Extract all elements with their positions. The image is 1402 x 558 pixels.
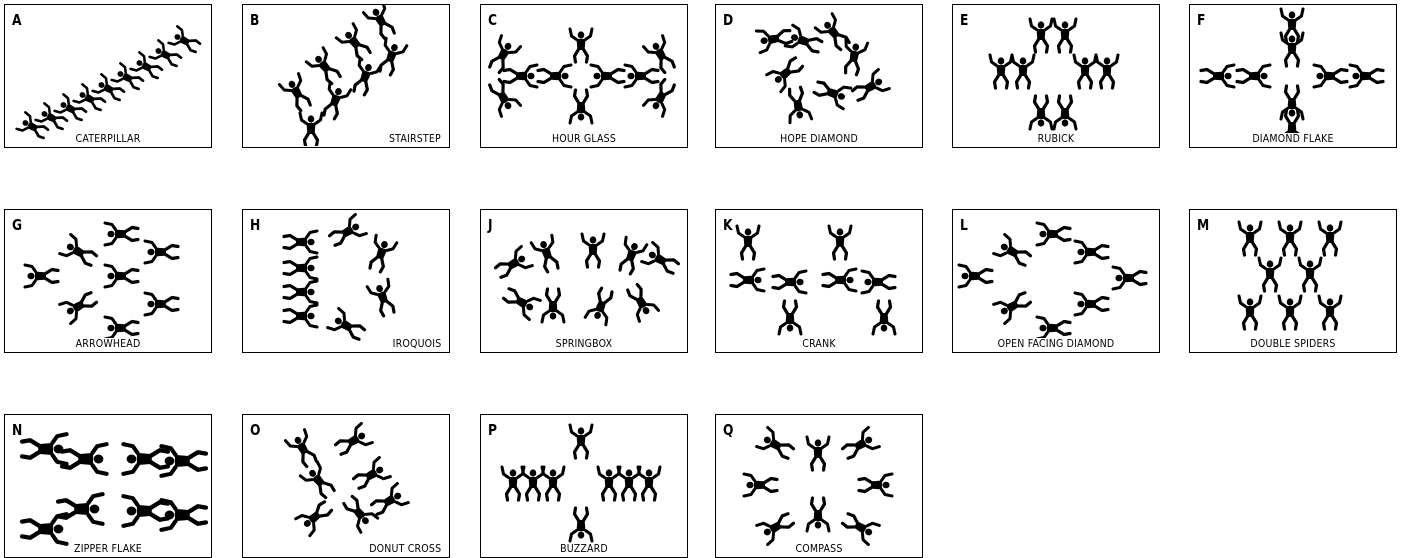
- formation-card-h: H IROQUOIS: [242, 209, 450, 353]
- formation-letter: J: [488, 216, 493, 234]
- formation-letter: G: [12, 216, 23, 234]
- formation-card-o: O DONUT CROSS: [242, 414, 450, 558]
- formation-name: RUBICK: [1035, 133, 1077, 145]
- formation-card-f: F DIAMOND FLAKE: [1189, 4, 1397, 148]
- formation-diagram-q: [742, 425, 894, 547]
- formation-diagram-e: [988, 17, 1120, 131]
- formation-card-c: C HOUR GLASS: [480, 4, 688, 148]
- formation-letter: P: [488, 421, 498, 439]
- formation-card-j: J SPRINGBOX: [480, 209, 688, 353]
- formation-letter: N: [12, 421, 23, 439]
- formation-letter: A: [12, 11, 22, 29]
- formation-diagram-j: [491, 232, 683, 327]
- formation-name: HOUR GLASS: [550, 133, 618, 145]
- formation-diagram-f: [1199, 7, 1385, 145]
- formation-name: STAIRSTEP: [387, 133, 443, 145]
- formation-name: SPRINGBOX: [553, 338, 615, 350]
- formation-card-e: E RUBICK: [952, 4, 1160, 148]
- formation-card-p: P BUZZARD: [480, 414, 688, 558]
- formation-letter: H: [250, 216, 261, 234]
- formation-letter: Q: [723, 421, 734, 439]
- formation-card-b: B STAIRSTEP: [242, 4, 450, 148]
- formation-diagram-a: [15, 24, 204, 144]
- formation-letter: F: [1197, 11, 1206, 29]
- formation-name: OPEN FACING DIAMOND: [995, 338, 1117, 350]
- formation-name: BUZZARD: [558, 543, 610, 555]
- formation-diagram-k: [729, 224, 897, 336]
- formation-diagram-d: [754, 12, 891, 125]
- formation-diagram-m: [1237, 220, 1343, 331]
- formation-diagram-c: [483, 27, 681, 125]
- formation-name: CATERPILLAR: [73, 133, 143, 145]
- formation-card-d: D HOPE DIAMOND: [715, 4, 923, 148]
- formation-name: DIAMOND FLAKE: [1250, 133, 1336, 145]
- formation-letter: O: [250, 421, 261, 439]
- formation-card-q: Q COMPASS: [715, 414, 923, 558]
- formation-card-k: K CRANK: [715, 209, 923, 353]
- formation-card-l: L OPEN FACING DIAMOND: [952, 209, 1160, 353]
- formation-name: DOUBLE SPIDERS: [1248, 338, 1338, 350]
- formation-name: CRANK: [800, 338, 838, 350]
- formation-letter: L: [960, 216, 968, 234]
- formation-card-m: M DOUBLE SPIDERS: [1189, 209, 1397, 353]
- formation-name: ZIPPER FLAKE: [72, 543, 144, 555]
- formation-letter: C: [488, 11, 498, 29]
- formation-diagram-n: [5, 415, 210, 556]
- formation-diagram-l: [957, 221, 1148, 341]
- formation-name: DONUT CROSS: [367, 543, 443, 555]
- formation-name: COMPASS: [793, 543, 845, 555]
- formation-name: ARROWHEAD: [73, 338, 143, 350]
- formation-card-g: G ARROWHEAD: [4, 209, 212, 353]
- formation-letter: M: [1197, 216, 1210, 234]
- formation-diagram-p: [500, 423, 662, 543]
- formation-name: HOPE DIAMOND: [778, 133, 860, 145]
- formation-card-a: A CATERPILLAR: [4, 4, 212, 148]
- formation-letter: E: [960, 11, 969, 29]
- formation-letter: D: [723, 11, 734, 29]
- formation-diagram-o: [283, 421, 410, 538]
- formation-letter: B: [250, 11, 260, 29]
- formation-diagram-g: [23, 221, 180, 341]
- formation-name: IROQUOIS: [390, 338, 443, 350]
- formation-diagram-b: [277, 5, 409, 146]
- formation-diagram-h: [282, 212, 401, 346]
- formation-card-n: N ZIPPER FLAKE: [4, 414, 212, 558]
- formation-letter: K: [723, 216, 733, 234]
